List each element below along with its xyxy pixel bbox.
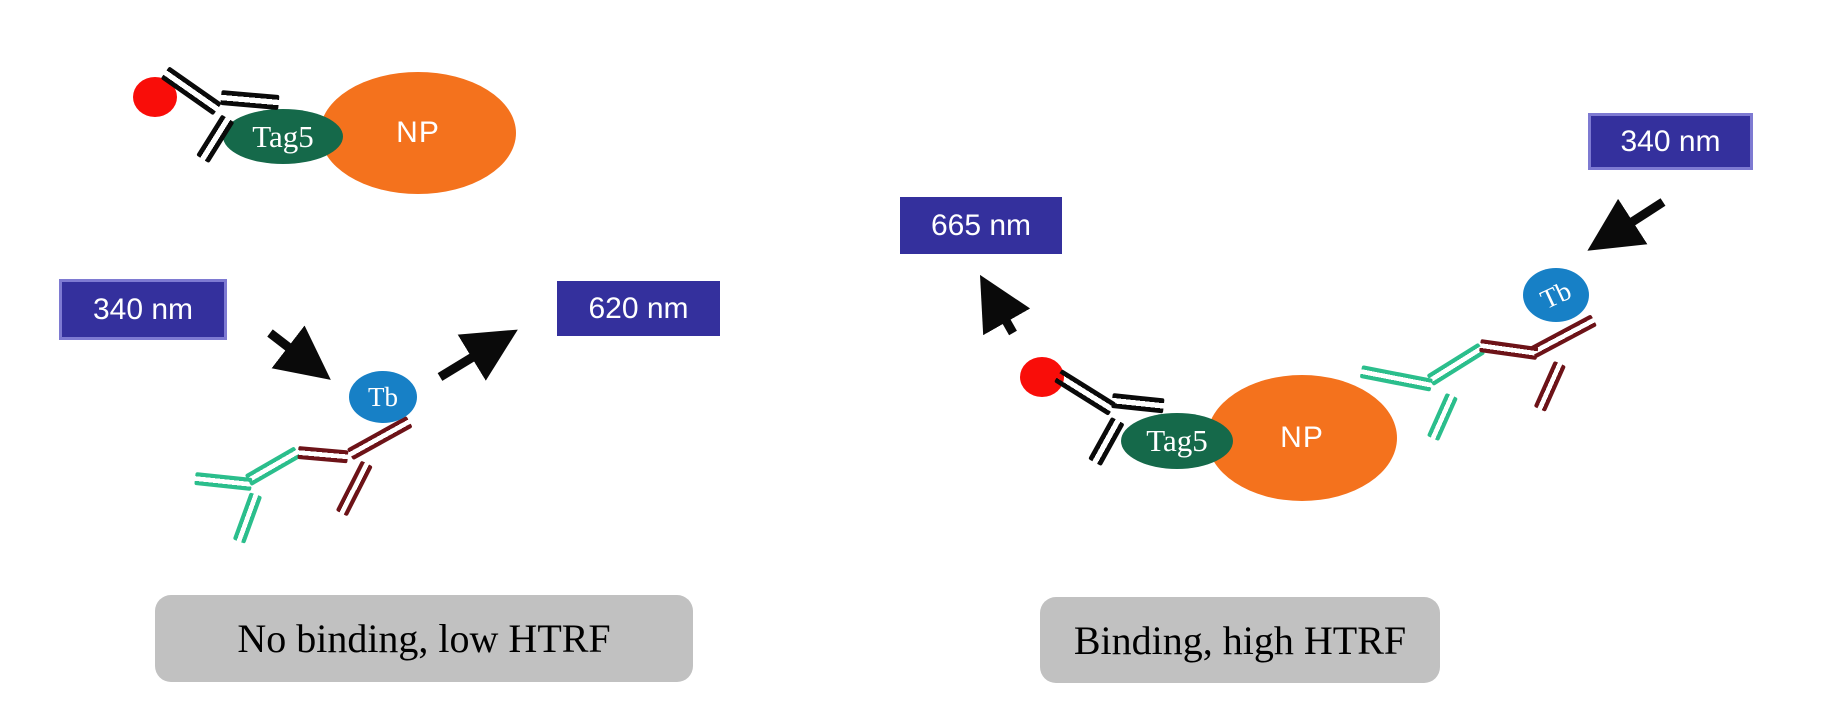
right-caption-plate: Binding, high HTRF (1040, 597, 1440, 683)
right-teal-antibody-arm (1426, 342, 1486, 387)
left-maroon-antibody-stem (335, 460, 373, 517)
right-capture-antibody-bar (1111, 393, 1165, 414)
left-emission-arrow (437, 329, 518, 381)
left-teal-antibody-bar (194, 472, 253, 491)
left-excitation-box: 340 nm (59, 279, 227, 340)
right-maroon-antibody-stem (1533, 360, 1566, 412)
left-panel-tag5-bead: Tag5 (223, 109, 343, 164)
right-caption-text: Binding, high HTRF (1073, 617, 1407, 663)
right-teal-antibody-bar (1359, 365, 1433, 392)
right-terbium-donor: Tb (1523, 268, 1589, 322)
left-panel-np-bead: NP (320, 72, 516, 194)
left-emission-box: 620 nm (557, 281, 720, 336)
right-panel-np-bead: NP (1207, 375, 1397, 501)
left-tag5-label: Tag5 (252, 118, 314, 154)
left-excitation-arrow (267, 325, 331, 380)
left-np-label: NP (396, 116, 440, 149)
right-capture-antibody-leg (1088, 416, 1125, 467)
left-maroon-antibody-bar (297, 446, 349, 464)
right-terbium-label: Tb (1535, 274, 1576, 315)
left-terbium-label: Tb (368, 381, 398, 412)
left-teal-antibody-arm (244, 446, 301, 487)
right-emission-label: 665 nm (930, 208, 1032, 242)
right-maroon-antibody-bar (1479, 339, 1539, 361)
right-emission-box: 665 nm (900, 197, 1062, 254)
left-terbium-donor: Tb (349, 371, 417, 423)
left-capture-antibody-bar (220, 90, 280, 111)
right-capture-antibody-arm (1054, 369, 1117, 416)
left-teal-antibody-leg (232, 492, 263, 544)
right-tag5-label: Tag5 (1146, 423, 1208, 458)
right-excitation-arrow (1587, 198, 1666, 251)
left-caption-text: No binding, low HTRF (237, 616, 611, 661)
left-emission-label: 620 nm (588, 291, 689, 325)
right-panel-tag5-bead: Tag5 (1121, 413, 1233, 469)
right-excitation-box: 340 nm (1588, 113, 1753, 170)
left-caption-plate: No binding, low HTRF (155, 595, 693, 682)
right-np-label: NP (1280, 421, 1324, 454)
left-excitation-label: 340 nm (92, 292, 194, 326)
right-excitation-label: 340 nm (1620, 124, 1721, 158)
right-teal-antibody-leg (1426, 392, 1458, 442)
right-emission-arrow (979, 274, 1031, 336)
